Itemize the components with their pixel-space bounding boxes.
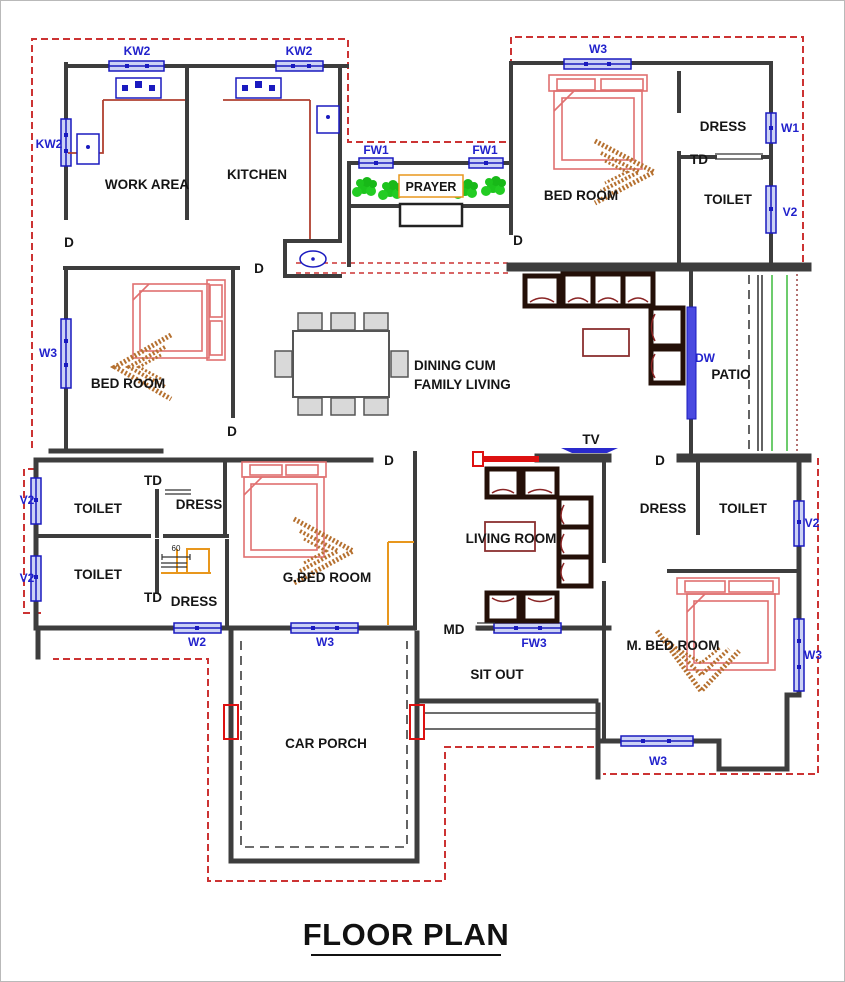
window-v2-tr [765,185,777,234]
stove-icon [235,77,282,99]
bed-icon-top-right [548,74,648,170]
page-title: FLOOR PLAN [303,917,510,952]
window-label-w3: W3 [649,754,667,768]
door-mark: D [64,235,74,250]
window-kw2-left [60,118,72,167]
window-kw2-a [108,60,165,72]
door-mark: D [655,453,665,468]
window-w1 [765,112,777,144]
window-label-fw1: FW1 [472,143,498,157]
door-window-dw [686,306,697,420]
tv-counter-end [472,451,484,467]
window-label-v2: V2 [20,493,35,507]
window-label-fw3: FW3 [521,636,547,650]
bed-icon-mbed [676,577,780,671]
window-v2-l1 [30,477,42,525]
sofa-set-family [522,271,686,386]
door-mark: D [384,453,394,468]
window-w2 [173,622,222,634]
window-label-w3: W3 [39,346,57,360]
window-w3-gbed [290,622,359,634]
sink-unit-icon [76,133,100,165]
dimension-label: 60 [172,544,181,553]
door-symbols [161,153,763,631]
rug-icon [109,332,173,402]
window-label-kw2: KW2 [286,44,313,58]
room-label-dining-1: DINING CUM [414,358,496,373]
door-mark: D [227,424,237,439]
sink-unit-icon [316,105,340,134]
sofa-set-living [472,448,618,624]
site-boundary [23,36,819,882]
room-label-toilet-1: TOILET [704,192,753,207]
room-label-dress-2: DRESS [176,497,223,512]
tv-icon [561,448,618,453]
door-mark: D [513,233,523,248]
prayer-area [352,174,506,228]
room-label-sit-out: SIT OUT [470,667,524,682]
window-w3-mright [793,618,805,692]
room-label-toilet-2: TOILET [74,501,123,516]
wash-basin-icon [299,250,327,268]
window-w3-top [563,58,632,70]
room-label-toilet-4: TOILET [719,501,768,516]
room-label-car-porch: CAR PORCH [285,736,367,751]
window-label-v2: V2 [20,571,35,585]
room-label-g-bed-room: G.BED ROOM [283,570,372,585]
window-w3-mbottom [620,735,694,747]
window-v2-l2 [30,555,42,602]
patio-lines [748,275,788,451]
prayer-table [398,202,464,228]
window-label-w2: W2 [188,635,206,649]
door-mark: D [254,261,264,276]
pillar [223,704,239,740]
prayer-label-box [398,174,464,198]
bed-icon-gbed [241,461,327,558]
main-door-mark: MD [444,622,465,637]
window-label-v2: V2 [783,205,798,219]
room-label-dress-3: DRESS [171,594,218,609]
room-label-prayer: PRAYER [406,180,457,194]
room-label-patio: PATIO [711,367,750,382]
room-label-m-bed-room: M. BED ROOM [627,638,720,653]
toilet-door-mark: TD [144,590,162,605]
window-markers [30,58,805,747]
room-label-tv: TV [582,432,599,447]
window-label-w3: W3 [316,635,334,649]
room-label-dress-1: DRESS [700,119,747,134]
room-label-bed-room-1: BED ROOM [544,188,618,203]
room-label-work-area: WORK AREA [105,177,189,192]
window-kw2-b [275,60,324,72]
room-label-living-room: LIVING ROOM [466,531,557,546]
pillar [409,704,425,740]
window-label-w3: W3 [804,648,822,662]
kitchen-fittings [68,77,340,268]
window-label-w1: W1 [781,121,799,135]
window-label-v2: V2 [805,516,820,530]
toilet-door-mark: TD [690,152,708,167]
window-label-kw2: KW2 [36,137,63,151]
wardrobe-lines [161,541,414,625]
room-label-dining-2: FAMILY LIVING [414,377,511,392]
window-fw3 [493,622,562,634]
bed-icon-left [132,279,226,361]
window-w3-left [60,318,72,389]
room-label-kitchen: KITCHEN [227,167,287,182]
room-label-bed-room-2: BED ROOM [91,376,165,391]
room-label-toilet-3: TOILET [74,567,123,582]
window-v2-br [793,500,805,547]
stove-icon [115,77,162,99]
window-label-fw1: FW1 [363,143,389,157]
window-label-dw: DW [695,351,716,365]
dining-table-set [274,312,409,416]
window-fw1-b [468,157,504,169]
window-fw1-a [358,157,394,169]
toilet-door-mark: TD [144,473,162,488]
window-label-kw2: KW2 [124,44,151,58]
rug-icon [654,629,741,695]
window-label-w3: W3 [589,42,607,56]
room-label-dress-4: DRESS [640,501,687,516]
